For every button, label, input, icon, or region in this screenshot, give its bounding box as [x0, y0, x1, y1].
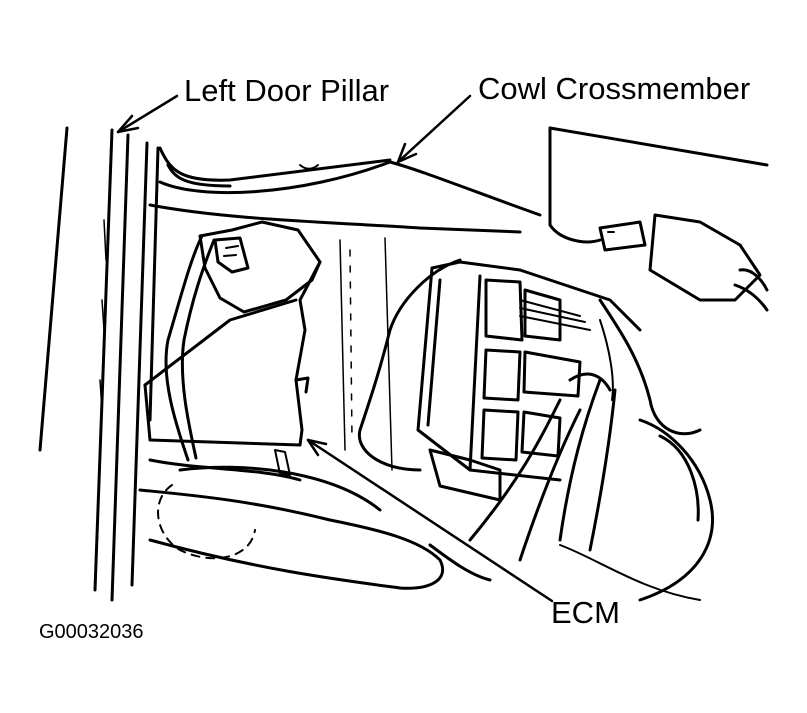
- arrowhead-cowl-crossmember: [396, 142, 418, 164]
- ecm-module-drawing: [416, 260, 642, 502]
- ecm-bracket-drawing: [143, 237, 393, 471]
- wiring-harness-drawing: [357, 258, 714, 602]
- lower-trim-drawing: [138, 449, 701, 601]
- leader-lines: [116, 94, 554, 603]
- left-door-pillar-drawing: [38, 126, 160, 602]
- figure-id: G00032036: [39, 621, 144, 643]
- label-ecm: ECM: [551, 595, 620, 630]
- arrowhead-left-door-pillar: [116, 114, 140, 134]
- left-connector-drawing: [164, 220, 322, 462]
- label-left-door-pillar: Left Door Pillar: [184, 73, 390, 108]
- leader-ecm: [306, 438, 554, 603]
- leader-cowl-crossmember: [396, 94, 472, 164]
- leader-left-door-pillar: [116, 94, 179, 134]
- cowl-crossmember-drawing: [148, 126, 769, 244]
- right-connector-drawing: [598, 213, 769, 312]
- label-cowl-crossmember: Cowl Crossmember: [478, 71, 751, 106]
- arrowhead-ecm: [306, 438, 328, 457]
